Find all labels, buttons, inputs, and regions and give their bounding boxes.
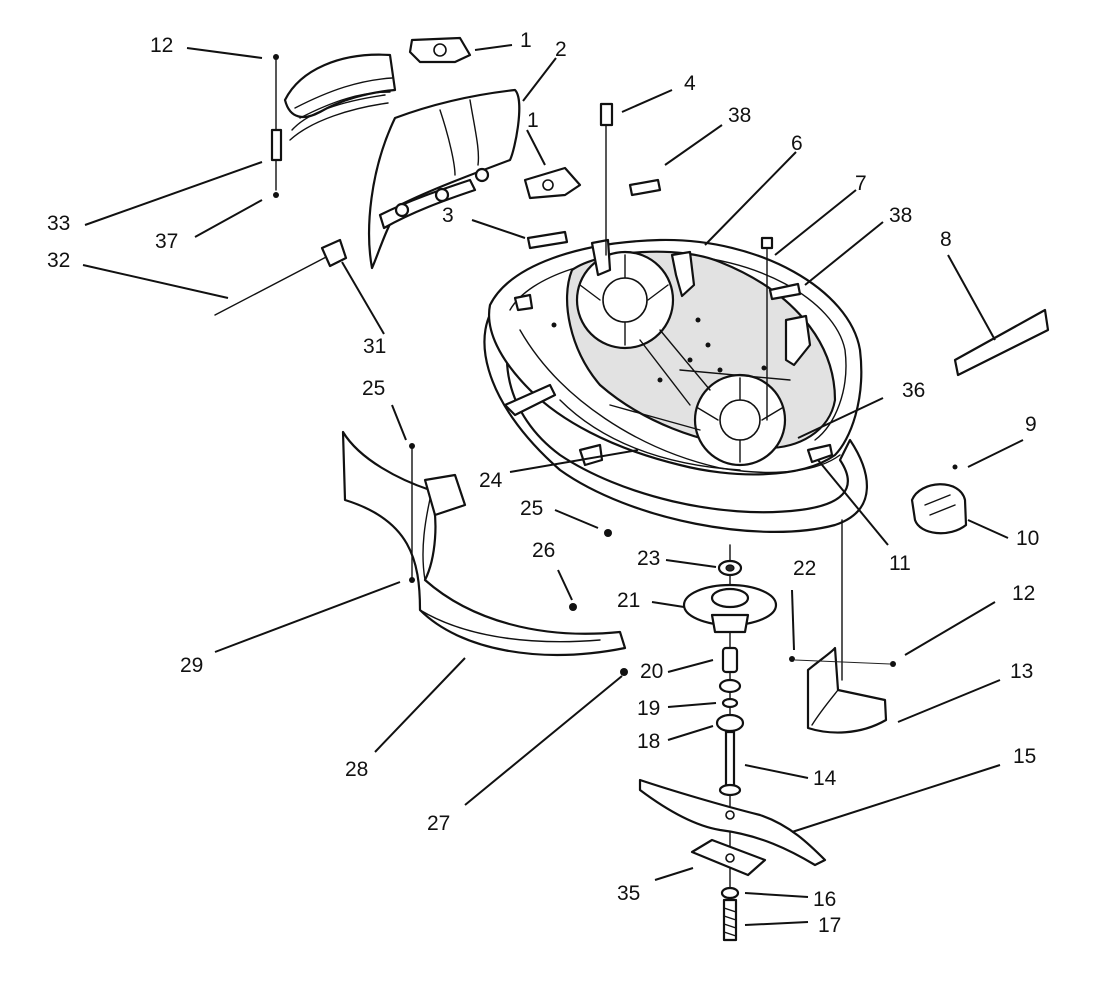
callout-33: 33	[47, 212, 70, 235]
callout-27: 27	[427, 812, 450, 835]
callout-37: 37	[155, 230, 178, 253]
callout-23: 23	[637, 547, 660, 570]
callout-38-top: 38	[728, 104, 751, 127]
callout-36: 36	[902, 379, 925, 402]
spindle-stack	[569, 529, 896, 942]
leader-lines	[82, 44, 1024, 926]
callout-19: 19	[637, 697, 660, 720]
callout-28: 28	[345, 758, 368, 781]
callout-4: 4	[684, 72, 696, 95]
callout-11: 11	[889, 552, 911, 575]
callout-15: 15	[1013, 745, 1036, 768]
callout-25-left: 25	[362, 377, 385, 400]
part-28-chute	[341, 430, 627, 657]
callout-26: 26	[532, 539, 555, 562]
callout-8: 8	[940, 228, 952, 251]
callout-22: 22	[793, 557, 816, 580]
callout-3: 3	[442, 204, 454, 227]
callout-20: 20	[640, 660, 663, 683]
callout-24: 24	[479, 469, 503, 492]
callout-12-right: 12	[1012, 582, 1035, 605]
callout-16: 16	[813, 888, 836, 911]
callout-31: 31	[363, 335, 386, 358]
callout-7: 7	[855, 172, 867, 195]
callout-17: 17	[818, 914, 841, 937]
callout-29: 29	[180, 654, 203, 677]
callout-13: 13	[1010, 660, 1033, 683]
callout-1-middle: 1	[527, 109, 539, 132]
part-10-cap	[910, 464, 968, 535]
callout-14: 14	[813, 767, 837, 790]
callout-10: 10	[1016, 527, 1039, 550]
discharge-guard-assembly	[214, 36, 802, 421]
callout-2: 2	[555, 38, 567, 61]
callout-21: 21	[617, 589, 640, 612]
callout-32: 32	[47, 249, 70, 272]
callout-12-top: 12	[150, 34, 173, 57]
callout-35: 35	[617, 882, 640, 905]
part-13-baffle	[806, 519, 888, 734]
callout-6: 6	[791, 132, 803, 155]
callout-1-top: 1	[520, 29, 532, 52]
part-8-bar	[953, 308, 1050, 377]
callout-18: 18	[637, 730, 660, 753]
mower-deck	[483, 238, 868, 533]
callout-labels: 12 1 2 4 1 38 6 7 38 8 3 33 37 32 31 36 …	[47, 29, 1039, 937]
callout-9: 9	[1025, 413, 1037, 436]
callout-38-right: 38	[889, 204, 912, 227]
callout-25-center: 25	[520, 497, 543, 520]
